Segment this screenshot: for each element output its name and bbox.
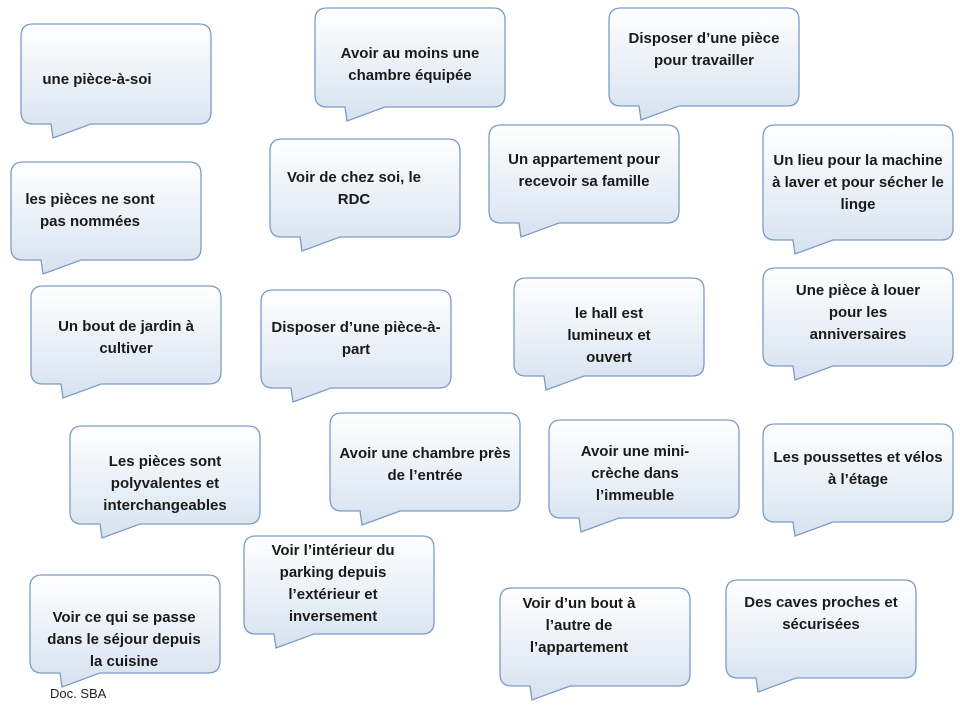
bubble-text: Disposer d’une pièce-à-part <box>271 319 441 358</box>
speech-bubble: Voir ce qui se passe dans le séjour depu… <box>29 574 221 688</box>
bubble-text: Les poussettes et vélos à l’étage <box>773 449 943 488</box>
bubble-shape <box>20 23 212 139</box>
bubble-shape <box>10 161 202 275</box>
bubble-text: le hall est lumineux et ouvert <box>567 305 651 366</box>
speech-bubble: Voir d’un bout à l’autre de l’appartemen… <box>499 587 691 701</box>
credit-label: Doc. SBA <box>50 686 107 701</box>
bubble-text: Une pièce à louer pour les anniversaires <box>795 282 921 343</box>
bubble-outline <box>725 579 917 693</box>
bubble-shape <box>513 277 705 391</box>
speech-bubble: Les pièces sont polyvalentes et intercha… <box>69 425 261 539</box>
speech-bubble: Avoir une mini-crèche dans l’immeuble <box>548 419 740 533</box>
speech-bubble: les pièces ne sont pas nommées <box>10 161 202 275</box>
bubble-outline <box>10 161 202 275</box>
bubble-outline <box>314 7 506 122</box>
speech-bubble: Voir de chez soi, le RDC <box>269 138 461 252</box>
bubble-outline <box>513 277 705 391</box>
speech-bubble: Des caves proches et sécurisées <box>725 579 917 693</box>
bubble-shape <box>762 267 954 381</box>
speech-bubble: Un lieu pour la machine à laver et pour … <box>762 124 954 255</box>
bubble-outline <box>608 7 800 121</box>
speech-bubble: Les poussettes et vélos à l’étage <box>762 423 954 537</box>
bubble-outline <box>548 419 740 533</box>
speech-bubble: Voir l’intérieur du parking depuis l’ext… <box>243 535 435 649</box>
bubble-shape <box>499 587 691 701</box>
speech-bubble: Une pièce à louer pour les anniversaires <box>762 267 954 381</box>
bubble-text: Voir ce qui se passe dans le séjour depu… <box>47 609 201 670</box>
bubble-outline <box>762 423 954 537</box>
bubble-shape <box>269 138 461 252</box>
bubble-text: Avoir au moins une chambre équipée <box>340 45 480 84</box>
speech-bubble: Disposer d’une pièce-à-part <box>260 289 452 403</box>
bubble-shape <box>30 285 222 399</box>
bubble-outline <box>329 412 521 526</box>
bubble-text: Avoir une mini-crèche dans l’immeuble <box>580 443 690 504</box>
bubble-shape <box>260 289 452 403</box>
bubble-text: Les pièces sont polyvalentes et intercha… <box>103 453 227 514</box>
bubble-shape <box>69 425 261 539</box>
bubble-outline <box>243 535 435 649</box>
bubble-shape <box>762 423 954 537</box>
bubble-shape <box>488 124 680 238</box>
bubble-outline <box>762 267 954 381</box>
bubble-text: Avoir une chambre près de l’entrée <box>339 445 511 484</box>
bubble-text: Disposer d’une pièce pour travailler <box>628 30 780 69</box>
bubble-text: Un bout de jardin à cultiver <box>58 318 194 357</box>
bubble-outline <box>762 124 954 255</box>
bubble-shape <box>608 7 800 121</box>
bubble-text: Des caves proches et sécurisées <box>744 594 898 633</box>
bubble-outline <box>30 285 222 399</box>
bubble-text: les pièces ne sont pas nommées <box>25 191 155 230</box>
speech-bubble: Avoir une chambre près de l’entrée <box>329 412 521 526</box>
bubble-outline <box>499 587 691 701</box>
speech-bubble: le hall est lumineux et ouvert <box>513 277 705 391</box>
bubble-shape <box>329 412 521 526</box>
bubble-text: Un lieu pour la machine à laver et pour … <box>772 152 944 213</box>
bubble-text: Voir de chez soi, le RDC <box>287 169 421 208</box>
bubble-text: Un appartement pour recevoir sa famille <box>508 151 660 190</box>
bubble-shape <box>314 7 506 122</box>
bubble-outline <box>29 574 221 688</box>
bubble-shape <box>29 574 221 688</box>
speech-bubble: une pièce-à-soi <box>20 23 212 139</box>
bubble-shape <box>243 535 435 649</box>
bubble-shape <box>762 124 954 255</box>
speech-bubble: Disposer d’une pièce pour travailler <box>608 7 800 121</box>
bubble-shape <box>548 419 740 533</box>
speech-bubble: Un bout de jardin à cultiver <box>30 285 222 399</box>
bubble-text: Voir d’un bout à l’autre de l’appartemen… <box>522 595 636 656</box>
bubble-shape <box>725 579 917 693</box>
bubble-text: Voir l’intérieur du parking depuis l’ext… <box>271 542 395 625</box>
speech-bubble: Un appartement pour recevoir sa famille <box>488 124 680 238</box>
bubble-outline <box>260 289 452 403</box>
bubble-outline <box>269 138 461 252</box>
bubble-outline <box>488 124 680 238</box>
bubble-text: une pièce-à-soi <box>42 71 152 88</box>
bubble-outline <box>20 23 212 139</box>
bubble-outline <box>69 425 261 539</box>
speech-bubble: Avoir au moins une chambre équipée <box>314 7 506 122</box>
